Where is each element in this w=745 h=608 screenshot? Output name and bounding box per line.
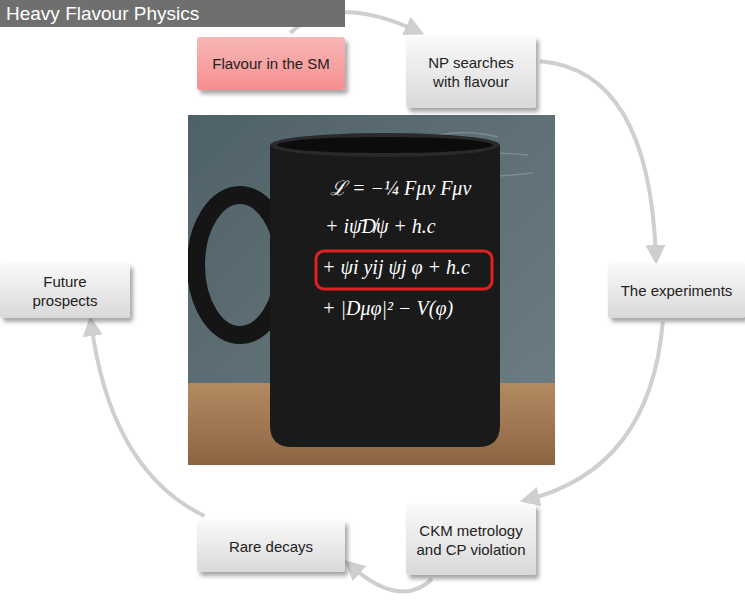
slide-title: Heavy Flavour Physics xyxy=(6,3,199,24)
topic-box: CKM metrology and CP violation xyxy=(406,504,536,575)
topic-box: Flavour in the SM xyxy=(197,37,345,90)
cycle-arrow xyxy=(540,61,656,259)
cycle-arrow xyxy=(91,322,204,516)
topic-label: The experiments xyxy=(621,281,733,300)
mug-equation: ℒ = −¼ Fμν Fμν xyxy=(330,176,471,200)
mug-photo xyxy=(188,115,555,465)
topic-label: Flavour in the SM xyxy=(212,54,330,73)
topic-label: NP searches with flavour xyxy=(416,53,526,91)
topic-label: Future prospects xyxy=(10,272,120,310)
mug-equation: + iψ̄D̸ψ + h.c xyxy=(325,214,436,238)
topic-box: The experiments xyxy=(608,263,745,318)
topic-box: Future prospects xyxy=(0,263,130,318)
topic-box: NP searches with flavour xyxy=(406,36,536,108)
cycle-arrow xyxy=(526,322,663,500)
topic-box: Rare decays xyxy=(197,520,345,572)
topic-label: CKM metrology and CP violation xyxy=(416,521,526,559)
mug-equation: + |Dμφ|² − V(φ) xyxy=(322,296,453,320)
mug-equation: + ψi yij ψj φ + h.c xyxy=(322,255,470,279)
topic-label: Rare decays xyxy=(229,537,313,556)
